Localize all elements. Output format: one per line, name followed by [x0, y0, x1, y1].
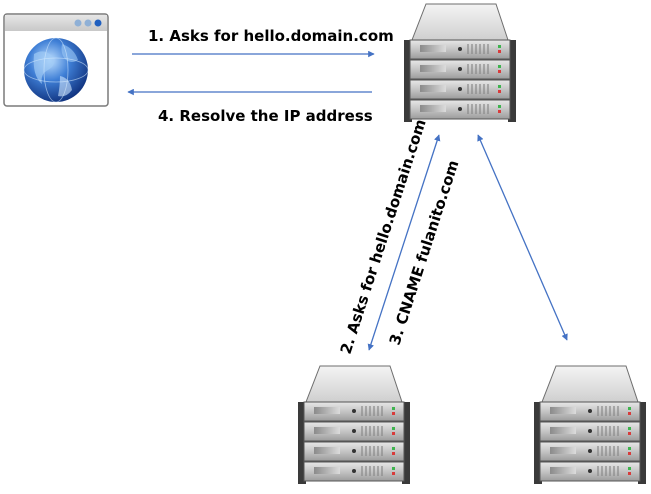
- arrow-resolver-ns2: [477, 134, 568, 341]
- browser-globe-icon: [3, 13, 109, 107]
- server-rack-icon: [403, 3, 517, 123]
- edge-label-step4: 4. Resolve the IP address: [158, 107, 373, 125]
- edge-label-step1: 1. Asks for hello.domain.com: [148, 27, 394, 45]
- edge-label-step2: 2. Asks for hello.domain.com: [337, 117, 430, 356]
- server-rack-icon: [297, 365, 411, 485]
- arrow-resolver-ns1: [367, 134, 441, 351]
- server-rack-icon: [533, 365, 647, 485]
